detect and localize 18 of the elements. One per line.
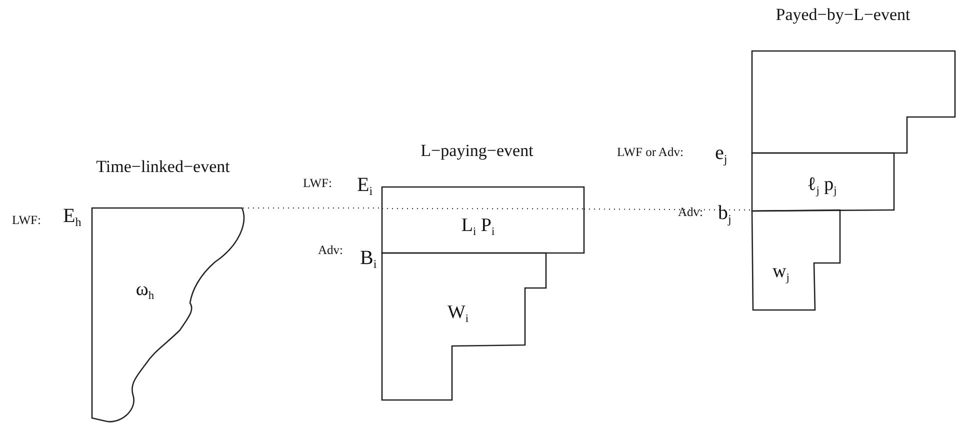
boundary-variable-label: E$_{i}$ xyxy=(357,175,373,198)
event-type-label: Adv: xyxy=(318,244,343,256)
boundary-variable-label: b$_{j}$ xyxy=(718,203,732,226)
event-title: Time−linked−event xyxy=(96,158,230,175)
variable-label: ℓ$_{j}$ p$_{j}$ xyxy=(807,175,837,198)
variable-label: W$_{i}$ xyxy=(447,303,469,326)
variable-label: ω$_{h}$ xyxy=(136,280,154,302)
event-title: Payed−by−L−event xyxy=(776,6,910,23)
boundary-variable-label: e$_{j}$ xyxy=(715,143,728,166)
event-type-label: LWF: xyxy=(303,177,332,190)
variable-label: L$_{i}$ P$_{i}$ xyxy=(461,216,495,238)
event-type-label: LWF or Adv: xyxy=(617,146,684,158)
variable-label: w$_{j}$ xyxy=(772,262,790,284)
event-title: L−paying−event xyxy=(420,142,534,159)
boundary-variable-label: E$_{h}$ xyxy=(63,206,82,228)
event-type-label: LWF: xyxy=(12,214,41,226)
event-type-label: Adv: xyxy=(678,206,703,218)
boundary-variable-label: B$_{i}$ xyxy=(360,248,377,270)
